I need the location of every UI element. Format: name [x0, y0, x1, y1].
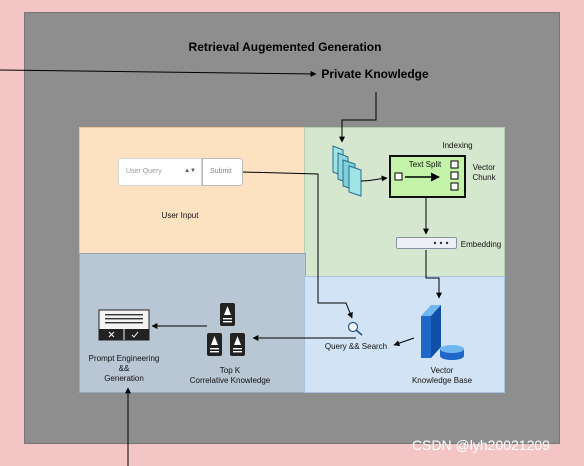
- embedding-dot-3: [445, 241, 449, 245]
- watermark: CSDN @lyh20021209: [412, 437, 550, 453]
- topk-label-2: Correlative Knowledge: [189, 376, 271, 385]
- vector-kb-label-2: Knowledge Base: [411, 376, 473, 385]
- select-arrows-icon: ▲▼: [184, 168, 196, 174]
- embedding-dot-2: [439, 241, 443, 245]
- incoming-arrow: [0, 69, 317, 77]
- docs-to-split-arrow: [360, 175, 388, 182]
- topk-documents-icon: [207, 303, 245, 356]
- embedding-bar: [396, 237, 457, 249]
- submit-to-search-line: [242, 171, 353, 319]
- kb-to-search-arrow: [393, 337, 415, 347]
- embedding-dot-1: [433, 241, 437, 245]
- embedding-to-kb-arrow: [425, 250, 442, 299]
- vector-chunk-label-2: Chunk: [472, 173, 496, 182]
- user-query-select[interactable]: User Query ▲▼: [118, 158, 202, 186]
- chunk-square-2: [450, 171, 459, 180]
- pk-to-docs-arrow: [339, 92, 377, 143]
- embedding-label: Embedding: [460, 240, 502, 249]
- topk-label-1: Top K: [219, 366, 241, 375]
- chunk-square-1: [450, 160, 459, 169]
- prompt-label-2: &&: [118, 364, 130, 373]
- user-query-placeholder: User Query: [126, 168, 162, 175]
- indexing-label: Indexing: [442, 141, 473, 150]
- prompt-dialog-icon: [98, 309, 150, 341]
- submit-button[interactable]: Submit: [202, 158, 243, 186]
- database-server-icon: [421, 305, 464, 360]
- document-stack-icon: [332, 145, 362, 197]
- prompt-label-3: Generation: [104, 374, 144, 383]
- search-icon: [347, 321, 363, 336]
- private-knowledge-label: Private Knowledge: [321, 67, 429, 81]
- chunk-input-square: [394, 172, 403, 181]
- diagram-title: Retrieval Augemented Generation: [188, 40, 382, 54]
- submit-label: Submit: [210, 168, 232, 175]
- text-split-label: Text Split: [408, 160, 442, 169]
- chunk-square-3: [450, 182, 459, 191]
- vector-panel: [304, 276, 505, 393]
- vector-kb-label-1: Vector: [430, 366, 454, 375]
- query-search-label: Query && Search: [324, 342, 388, 351]
- prompt-label-1: Prompt Engineering: [88, 354, 160, 363]
- user-input-label: User Input: [161, 211, 199, 220]
- vector-chunk-label-1: Vector: [472, 163, 496, 172]
